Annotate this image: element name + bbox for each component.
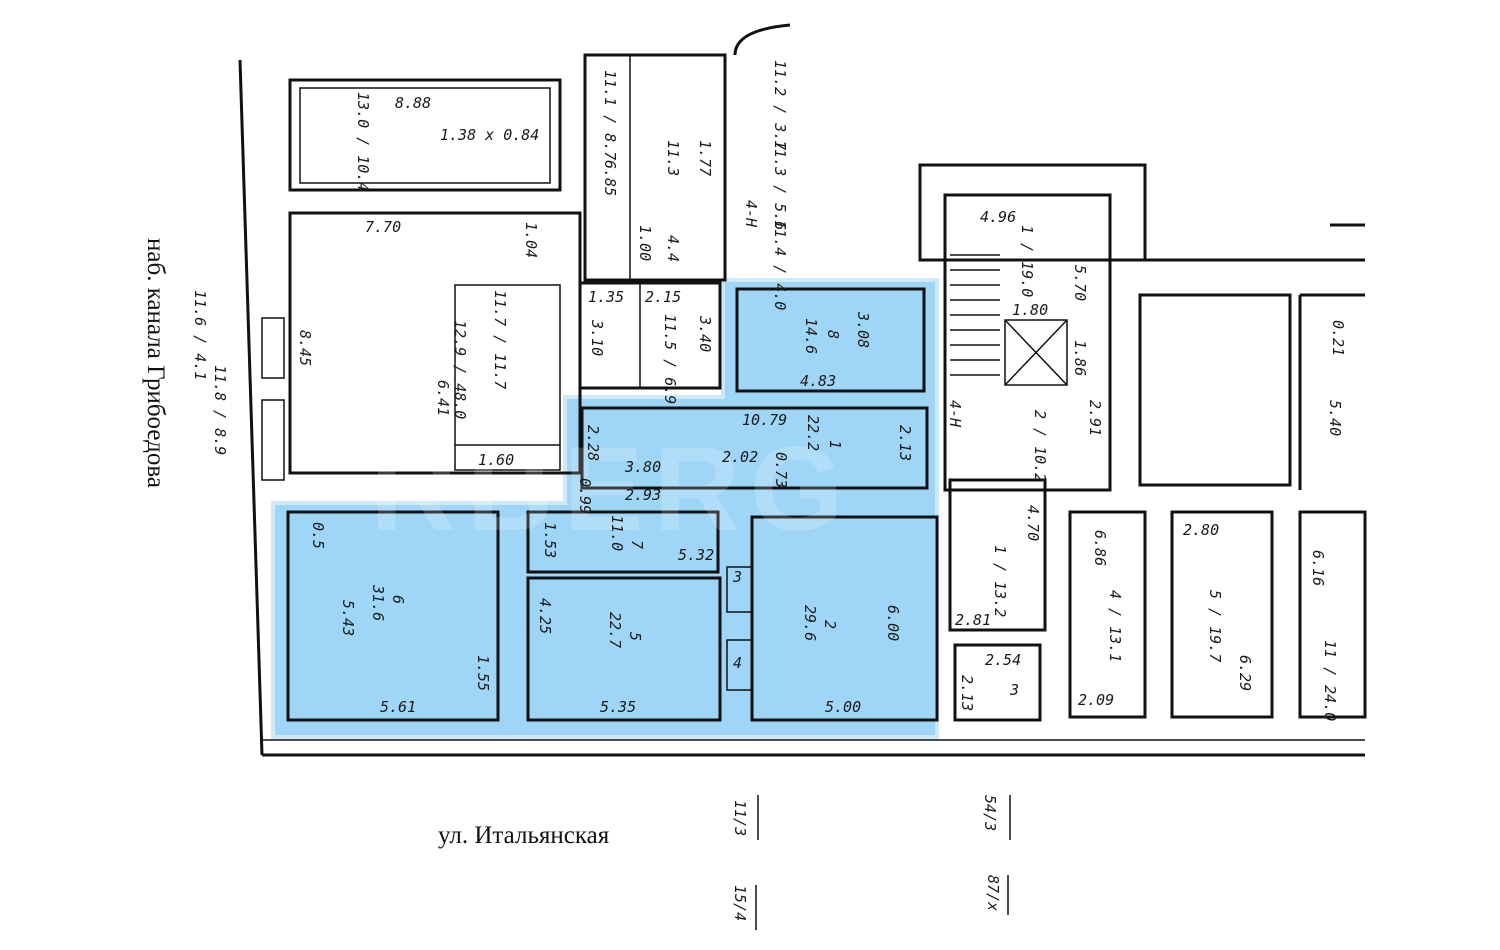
room-7-area: 11.0 — [608, 515, 626, 551]
room-8-width: 4.83 — [800, 372, 836, 390]
room-1-dim-293: 2.93 — [625, 486, 661, 504]
room-1-area: 22.2 — [804, 415, 822, 451]
dim-label: 4.70 — [1024, 505, 1042, 541]
dim-label: 2.81 — [955, 611, 991, 629]
dim-label: 3 — [1009, 681, 1019, 699]
upper-left-rooms — [261, 23, 791, 481]
dim-label: 0.21 — [1329, 320, 1347, 356]
room-1-dim-073: 0.73 — [772, 452, 790, 488]
dim-label: 6.16 — [1309, 550, 1327, 586]
room-2-width: 5.00 — [825, 698, 861, 716]
room-7-dim-153: 1.53 — [541, 522, 559, 558]
svg-text:11/3: 11/3 — [731, 800, 749, 836]
right-rooms — [918, 163, 1367, 722]
dim-label: 12.9 / 48.0 — [451, 320, 469, 419]
dim-label: 1 / 13.2 — [991, 545, 1009, 617]
dim-label: 1.35 — [588, 288, 624, 306]
svg-text:54/3: 54/3 — [981, 795, 999, 831]
room-2-number: 2 — [821, 620, 839, 629]
dim-label: 2.15 — [645, 288, 681, 306]
room-5-number: 5 — [626, 632, 644, 641]
dim-label: 3.10 — [588, 319, 606, 356]
room-6-area: 31.6 — [369, 584, 387, 621]
svg-text:15/4: 15/4 — [731, 885, 749, 921]
room-7-number: 7 — [628, 540, 646, 549]
dim-label: 6.29 — [1236, 655, 1254, 691]
dim-label: 1.04 — [522, 222, 540, 258]
dim-label: 11.6 / 4.1 — [191, 290, 209, 380]
dim-label: 11.1 / 8.7 — [601, 70, 619, 160]
dim-label: 1.60 — [478, 451, 514, 469]
room-1-length: 10.79 — [742, 411, 787, 429]
dim-label: 11.7 / 11.7 — [491, 290, 509, 389]
room-6-depth: 5.43 — [339, 600, 357, 636]
dim-label: 11.8 / 8.9 — [211, 365, 229, 455]
dim-label: 11.4 / 4.0 — [771, 220, 789, 310]
dim-label: 2.13 — [958, 675, 976, 711]
dim-label: 11.2 / 3.7 — [771, 60, 789, 150]
dim-label: 1.00 — [636, 225, 654, 261]
dim-label: 3.40 — [696, 315, 714, 352]
room-2-area: 29.6 — [801, 605, 819, 641]
dim-label: 1.80 — [1012, 301, 1048, 319]
dim-label: 1 / 19.0 — [1018, 225, 1036, 297]
room-1-dim-228: 2.28 — [584, 425, 602, 461]
room-1-dim-380: 3.80 — [624, 458, 661, 476]
dim-label: 4.96 — [980, 208, 1016, 226]
dim-label: 5.70 — [1071, 265, 1089, 301]
room-5-area: 22.7 — [606, 612, 624, 648]
dim-label: 4.4 — [664, 235, 682, 262]
dim-label: 1.77 — [696, 140, 714, 176]
dim-label: 13.0 / 10.4 — [354, 92, 372, 191]
dim-label: 8.45 — [296, 330, 314, 366]
room-7-dim: 5.32 — [678, 546, 714, 564]
room-6-dim-small: 0.5 — [309, 522, 327, 549]
dim-label: 11.5 / 6.9 — [661, 314, 679, 404]
room-4-label: 4 — [733, 654, 742, 672]
dim-label: 6.86 — [1091, 530, 1109, 566]
watermark: RBERG — [370, 422, 853, 556]
dim-label: 2.09 — [1078, 691, 1114, 709]
room-1-dim-202: 2.02 — [722, 448, 758, 466]
room-6-number: 6 — [389, 595, 407, 604]
dim-label: 11.3 — [664, 140, 682, 176]
dim-label: 1.38 x 0.84 — [440, 126, 539, 144]
dim-label: 2 / 10.2 — [1031, 410, 1049, 482]
embankment-label: наб. канала Грибоедова — [142, 238, 169, 488]
room-5-depth: 4.25 — [536, 598, 554, 634]
street-marks: 11/3 54/3 15/4 87/x — [731, 795, 1011, 930]
dim-label: 4-Н — [946, 400, 964, 428]
room-5-width: 5.35 — [600, 698, 636, 716]
facade-line-left — [238, 59, 264, 756]
street-label: ул. Итальянская — [438, 822, 610, 849]
room-7-dim-099: 0.99 — [576, 478, 594, 514]
room-1-number: 1 — [826, 440, 844, 449]
dim-label: 8.88 — [395, 94, 431, 112]
room-8-number: 8 — [824, 330, 842, 339]
svg-text:87/x: 87/x — [984, 875, 1002, 911]
room-6-dim: 1.55 — [474, 655, 492, 691]
dim-label: 4 / 13.1 — [1106, 590, 1124, 662]
room-1-dim-213: 2.13 — [896, 425, 914, 461]
room-8-depth: 3.08 — [854, 311, 872, 348]
dim-label: 1.86 — [1071, 340, 1089, 376]
dim-label: 4-Н — [742, 200, 760, 228]
dim-label: 2.91 — [1086, 400, 1104, 436]
dim-label: 5.40 — [1326, 400, 1344, 436]
room-6-width: 5.61 — [380, 698, 416, 716]
dim-label: 5 / 19.7 — [1206, 590, 1224, 662]
dim-label: 6.41 — [434, 380, 452, 416]
room-2-depth: 6.00 — [884, 605, 902, 641]
dim-label: 6.85 — [601, 160, 619, 196]
room-8-area: 14.6 — [802, 318, 820, 354]
unit-walls — [286, 287, 939, 722]
dim-label: 11.3 / 5.6 — [771, 140, 789, 230]
dim-label: 7.70 — [365, 218, 401, 236]
dim-label: 2.80 — [1183, 521, 1219, 539]
dim-label: 2.54 — [985, 651, 1021, 669]
room-3-label: 3 — [732, 568, 742, 586]
dim-label: 11 / 24.0 — [1321, 640, 1339, 721]
